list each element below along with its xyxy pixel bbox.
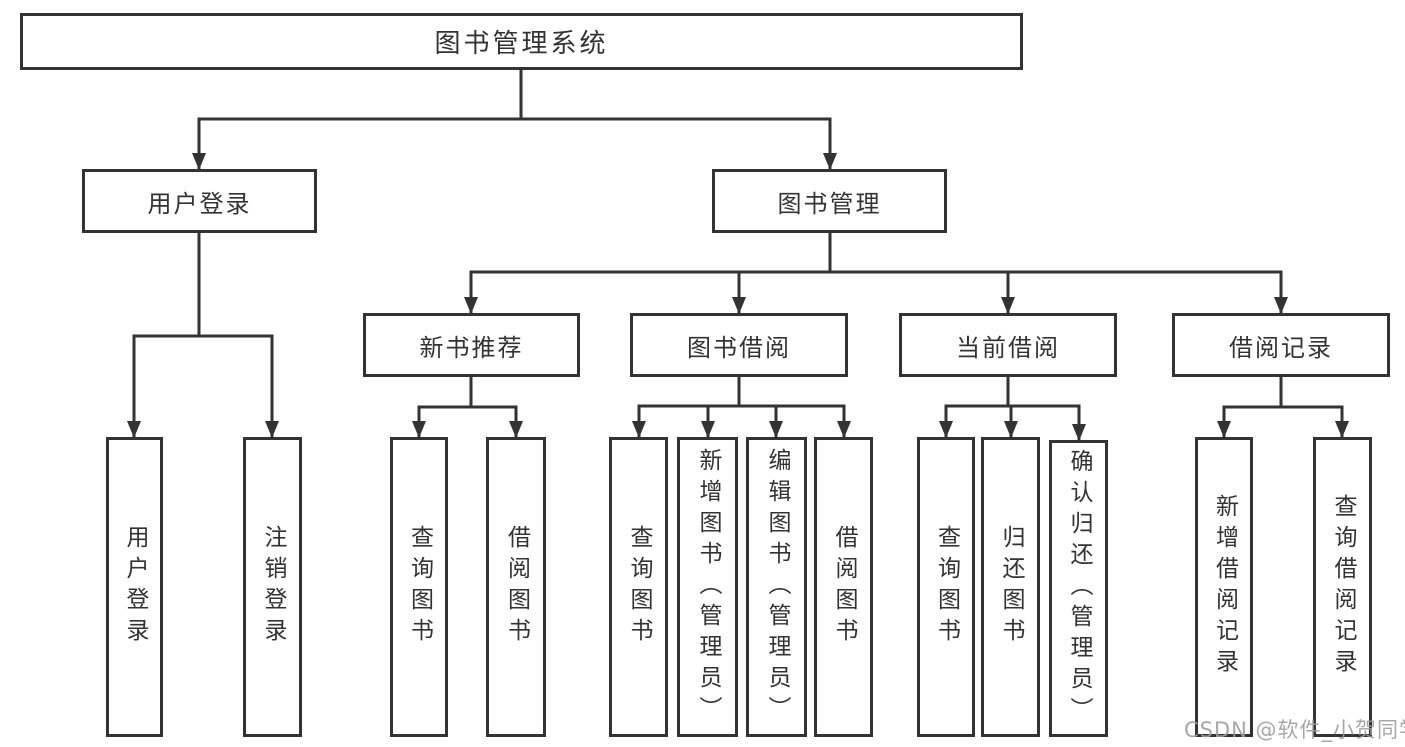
node-book-borrowing-module: 图书借阅: [630, 313, 848, 377]
node-book-management-branch: 图书管理: [712, 169, 947, 233]
leaf-nb-query-books: 查询图书: [390, 437, 448, 737]
leaf-label: 查询图书: [626, 525, 652, 649]
leaf-label: 新增借阅记录: [1211, 494, 1238, 680]
leaf-label: 归还图书: [998, 525, 1024, 649]
leaf-label: 借阅图书: [831, 525, 857, 649]
leaf-nb-borrow-books: 借阅图书: [486, 437, 546, 737]
leaf-br-add-record: 新增借阅记录: [1195, 437, 1253, 737]
leaf-label: 确认归还（管理员）: [1066, 449, 1092, 728]
node-new-books-module: 新书推荐: [363, 313, 580, 377]
leaf-label: 查询借阅记录: [1330, 494, 1356, 680]
leaf-cb-query-books: 查询图书: [917, 437, 975, 737]
leaf-label: 用户登录: [122, 525, 148, 649]
leaf-br-query-record: 查询借阅记录: [1313, 437, 1372, 737]
node-root-title: 图书管理系统: [20, 13, 1023, 70]
leaf-bb-edit-books: 编辑图书（管理员）: [746, 437, 807, 737]
leaf-logout: 注销登录: [243, 437, 302, 737]
leaf-bb-borrow-books: 借阅图书: [814, 437, 873, 737]
leaf-label: 查询图书: [406, 525, 433, 649]
leaf-label: 注销登录: [260, 525, 286, 649]
leaf-user-login: 用户登录: [106, 437, 163, 737]
leaf-label: 查询图书: [933, 525, 960, 649]
leaf-cb-confirm-return: 确认归还（管理员）: [1049, 440, 1108, 737]
leaf-label: 编辑图书（管理员）: [764, 447, 790, 727]
leaf-bb-query-books: 查询图书: [609, 437, 668, 737]
node-borrowing-records-module: 借阅记录: [1172, 313, 1390, 377]
leaf-bb-add-books: 新增图书（管理员）: [677, 437, 738, 737]
node-current-borrowing-module: 当前借阅: [899, 313, 1117, 377]
leaf-label: 新增图书（管理员）: [695, 447, 721, 727]
csdn-watermark: CSDN @软件_小贺同学: [1184, 718, 1405, 742]
leaf-cb-return-books: 归还图书: [981, 437, 1040, 737]
node-user-login-branch: 用户登录: [82, 169, 317, 233]
leaf-label: 借阅图书: [503, 525, 530, 649]
